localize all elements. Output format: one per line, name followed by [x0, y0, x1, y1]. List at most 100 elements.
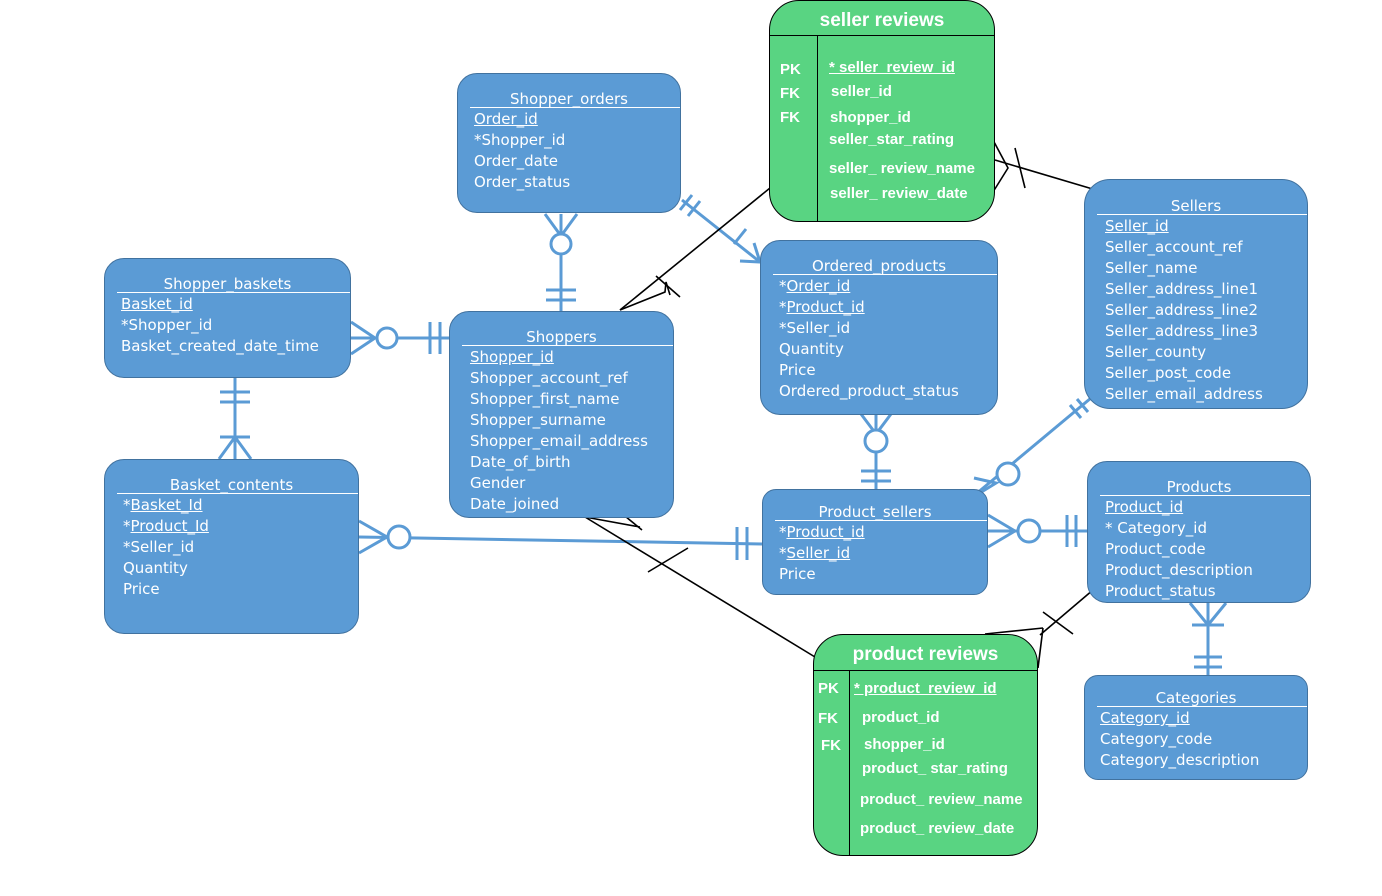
rel-basket-contents-product-sellers [358, 519, 763, 560]
field-row: Basket_id [121, 295, 193, 313]
table-title: Basket_contents [169, 476, 294, 494]
rel-ordered-products-product-sellers [859, 413, 893, 490]
table-title: product reviews [852, 644, 999, 665]
field-row: *Shopper_id [474, 131, 566, 149]
field-row: *Shopper_id [121, 316, 213, 334]
pk-label: PK [780, 61, 801, 78]
field-row: product_ star_rating [862, 760, 1008, 777]
field-row: Shopper_first_name [470, 390, 620, 408]
key-column-divider [849, 670, 850, 855]
divider [1097, 706, 1307, 707]
shoppers-table[interactable]: Shoppers Shopper_id Shopper_account_ref … [449, 311, 674, 518]
field-row: seller_id [831, 83, 892, 100]
field-row: seller_ review_name [829, 160, 975, 177]
field-row: Price [779, 565, 816, 583]
basket-contents-table[interactable]: Basket_contents *Basket_Id *Product_Id *… [104, 459, 359, 634]
table-title: Shopper_orders [510, 90, 628, 108]
field-row: seller_ review_date [830, 185, 968, 202]
product-sellers-table[interactable]: Product_sellers *Product_id *Seller_id P… [762, 489, 988, 595]
field-row: *Seller_id [779, 319, 851, 337]
shopper-orders-table[interactable]: Shopper_orders Order_id *Shopper_id Orde… [457, 73, 681, 213]
sellers-table[interactable]: Sellers Seller_id Seller_account_ref Sel… [1084, 179, 1308, 409]
fk-label: FK [818, 710, 838, 727]
field-row: Category_code [1100, 730, 1213, 748]
product-reviews-table[interactable]: product reviews PK FK FK * product_revie… [813, 634, 1038, 856]
field-row: *Product_id [779, 523, 865, 541]
rel-shopper-baskets-shoppers [350, 320, 449, 356]
table-title: seller reviews [819, 10, 945, 31]
field-row: shopper_id [864, 736, 945, 753]
divider [1100, 495, 1310, 496]
field-row: Product_code [1105, 540, 1206, 558]
table-title: Shopper_baskets [163, 275, 292, 293]
field-row: Order_date [474, 152, 558, 170]
field-row: Date_of_birth [470, 453, 571, 471]
field-row: Seller_email_address [1105, 385, 1263, 403]
rel-seller-reviews-sellers [992, 139, 1097, 193]
field-row: Seller_name [1105, 259, 1198, 277]
divider [470, 107, 680, 108]
table-title: Products [1166, 478, 1232, 496]
divider [462, 345, 673, 346]
field-row: Seller_address_line2 [1105, 301, 1259, 319]
field-row: Product_status [1105, 582, 1216, 600]
table-title: Categories [1155, 689, 1237, 707]
field-row: *Seller_id [779, 544, 851, 562]
field-row: *Basket_Id [123, 496, 203, 514]
divider [1097, 214, 1307, 215]
field-row: Seller_id [1105, 217, 1169, 235]
field-row: Quantity [779, 340, 844, 358]
field-row: Seller_account_ref [1105, 238, 1243, 256]
rel-shopper-baskets-basket-contents [217, 378, 253, 460]
field-row: *Product_Id [123, 517, 209, 535]
field-row: Seller_county [1105, 343, 1207, 361]
field-row: Seller_address_line1 [1105, 280, 1259, 298]
products-table[interactable]: Products Product_id * Category_id Produc… [1087, 461, 1311, 603]
field-row: * seller_review_id [829, 59, 955, 76]
table-title: Sellers [1170, 197, 1222, 215]
fk-label: FK [821, 737, 841, 754]
field-row: Ordered_product_status [779, 382, 959, 400]
field-row: * product_review_id [854, 680, 997, 697]
divider [770, 35, 994, 36]
seller-reviews-table[interactable]: seller reviews PK FK FK * seller_review_… [769, 0, 995, 222]
fk-label: FK [780, 85, 800, 102]
table-title: Product_sellers [818, 503, 932, 521]
field-row: Price [123, 580, 160, 598]
ordered-products-table[interactable]: Ordered_products *Order_id *Product_id *… [760, 240, 998, 415]
field-row: product_id [862, 709, 940, 726]
field-row: Shopper_account_ref [470, 369, 628, 387]
fk-label: FK [780, 109, 800, 126]
divider [775, 520, 987, 521]
rel-products-categories [1188, 602, 1228, 676]
field-row: Basket_created_date_time [121, 337, 319, 355]
field-row: Category_description [1100, 751, 1260, 769]
shopper-baskets-table[interactable]: Shopper_baskets Basket_id *Shopper_id Ba… [104, 258, 351, 378]
field-row: Shopper_id [470, 348, 554, 366]
field-row: Order_id [474, 110, 538, 128]
field-row: Quantity [123, 559, 188, 577]
field-row: * Category_id [1105, 519, 1207, 537]
field-row: product_ review_date [860, 820, 1015, 837]
categories-table[interactable]: Categories Category_id Category_code Cat… [1084, 675, 1308, 780]
rel-shopper-orders-ordered-products [678, 194, 763, 264]
field-row: Order_status [474, 173, 571, 191]
field-row: product_ review_name [860, 791, 1023, 808]
field-row: Product_description [1105, 561, 1253, 579]
field-row: Shopper_email_address [470, 432, 648, 450]
field-row: Category_id [1100, 709, 1190, 727]
divider [117, 292, 350, 293]
divider [773, 274, 997, 275]
field-row: Seller_post_code [1105, 364, 1232, 382]
field-row: *Product_id [779, 298, 865, 316]
field-row: seller_star_rating [829, 131, 955, 148]
pk-label: PK [818, 680, 839, 697]
field-row: Seller_address_line3 [1105, 322, 1259, 340]
table-title: Ordered_products [811, 257, 947, 275]
field-row: *Order_id [779, 277, 851, 295]
table-title: Shoppers [526, 328, 597, 346]
rel-product-sellers-products [987, 513, 1087, 549]
field-row: Price [779, 361, 816, 379]
field-row: Product_id [1105, 498, 1184, 516]
field-row: *Seller_id [123, 538, 195, 556]
